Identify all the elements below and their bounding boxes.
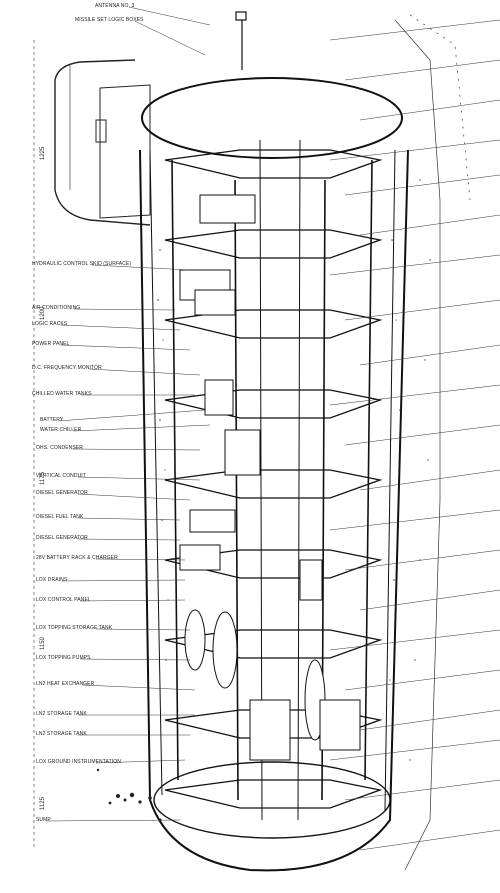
- callout-label: LOX DRAINS: [36, 577, 68, 583]
- leader-line: [344, 779, 500, 801]
- leader-line: [329, 509, 500, 531]
- rubble: [96, 768, 162, 822]
- leader-line: [77, 538, 181, 541]
- callout-label: LOX CONTROL PANEL: [36, 597, 91, 603]
- callout-label: DIESEL GENERATOR: [36, 535, 88, 541]
- callout-label: DIESEL FUEL TANK: [36, 514, 84, 520]
- callout-label: LN2 STORAGE TANK: [36, 711, 87, 717]
- callout-label: DIESEL GENERATOR: [36, 490, 88, 496]
- floor-deck: [164, 779, 383, 809]
- leader-line: [80, 599, 186, 602]
- leader-line: [344, 59, 500, 81]
- elevation-mark: 1175: [40, 472, 46, 485]
- floor-deck: [164, 709, 383, 739]
- floor-deck: [164, 149, 383, 179]
- silo-outer-wall: [139, 77, 409, 872]
- callout-label: 28V BATTERY RACK & CHARGER: [36, 555, 118, 561]
- callout-label: LOGIC RACKS: [32, 321, 68, 327]
- leader-line: [359, 469, 500, 491]
- callout-label: VERTICAL CONDUIT: [36, 473, 86, 479]
- callout-label: HYDRAULIC CONTROL SKID (SURFACE): [32, 261, 132, 267]
- leader-line: [329, 139, 500, 161]
- elevation-mark: 1225: [40, 146, 46, 160]
- leader-line: [329, 629, 500, 651]
- elevation-mark: 1125: [40, 797, 46, 810]
- leader-line: [77, 493, 191, 501]
- leader-line: [329, 19, 500, 41]
- callout-label: LOX TOPPING PUMPS: [36, 655, 91, 661]
- surface-headworks: [54, 59, 151, 226]
- leader-line: [95, 628, 191, 631]
- callout-label: CHILLED WATER TANKS: [32, 391, 92, 397]
- leader-line: [344, 424, 500, 446]
- callout-label: POWER PANEL: [32, 341, 70, 347]
- leader-line: [91, 264, 191, 271]
- leader-line: [359, 99, 500, 121]
- leader-line: [134, 20, 206, 56]
- leader-line: [329, 739, 500, 761]
- leader-line: [58, 409, 206, 422]
- equipment: [179, 194, 361, 761]
- label-leader-lines: [46, 6, 211, 822]
- leader-line: [82, 684, 196, 691]
- leader-line: [89, 368, 201, 376]
- leader-line: [73, 308, 176, 311]
- floor-deck: [164, 469, 383, 499]
- floor-deck: [164, 229, 383, 259]
- callout-label: OHS. CONDENSER: [36, 445, 83, 451]
- callout-label: AIR CONDITIONING: [32, 305, 81, 311]
- floor-deck: [164, 629, 383, 659]
- leader-line: [60, 344, 191, 351]
- leader-line: [95, 759, 186, 764]
- floor-deck: [164, 389, 383, 419]
- leader-line: [72, 448, 201, 451]
- leader-line: [73, 424, 211, 432]
- leader-line: [329, 384, 500, 406]
- floor-deck: [164, 549, 383, 579]
- leader-line: [359, 709, 500, 731]
- leader-line: [60, 324, 181, 331]
- leader-line: [359, 214, 500, 236]
- callout-label: MISSILE SET LOGIC BOXES: [75, 17, 144, 23]
- leader-line: [344, 549, 500, 571]
- leader-line: [344, 299, 500, 321]
- leader-line: [80, 658, 191, 661]
- callout-label: LOX TOPPING STORAGE TANK: [36, 625, 113, 631]
- callout-label: LN2 HEAT EXCHANGER: [36, 681, 95, 687]
- leader-line: [329, 254, 500, 276]
- callout-label: WATER CHILLER: [40, 427, 82, 433]
- leader-line: [359, 344, 500, 366]
- elevation-mark: 1150: [40, 637, 46, 650]
- leader-line: [77, 517, 181, 521]
- callout-label: LN2 STORAGE TANK: [36, 731, 87, 737]
- callout-label: ANTENNA NO. 3: [95, 3, 135, 9]
- floor-deck: [164, 309, 383, 339]
- elevation-mark: 1200: [40, 306, 46, 320]
- leader-line: [46, 819, 181, 822]
- leader-line: [359, 829, 500, 851]
- leader-line: [61, 579, 186, 582]
- leader-line: [77, 476, 201, 481]
- callout-label: BATTERY: [40, 417, 64, 423]
- right-leader-lines: [329, 19, 500, 851]
- callout-label: D.C. FREQUENCY MONITOR: [32, 365, 102, 371]
- leader-line: [344, 174, 500, 196]
- antenna-icon: [235, 11, 247, 70]
- leader-line: [344, 669, 500, 691]
- leader-line: [95, 558, 186, 561]
- surrounding-rock: [394, 14, 471, 871]
- leader-line: [128, 6, 211, 26]
- leader-line: [359, 589, 500, 611]
- floor-levels: [164, 149, 383, 809]
- callout-label: LOX GROUND INSTRUMENTATION: [36, 759, 121, 765]
- callout-label: SUMP: [36, 817, 51, 823]
